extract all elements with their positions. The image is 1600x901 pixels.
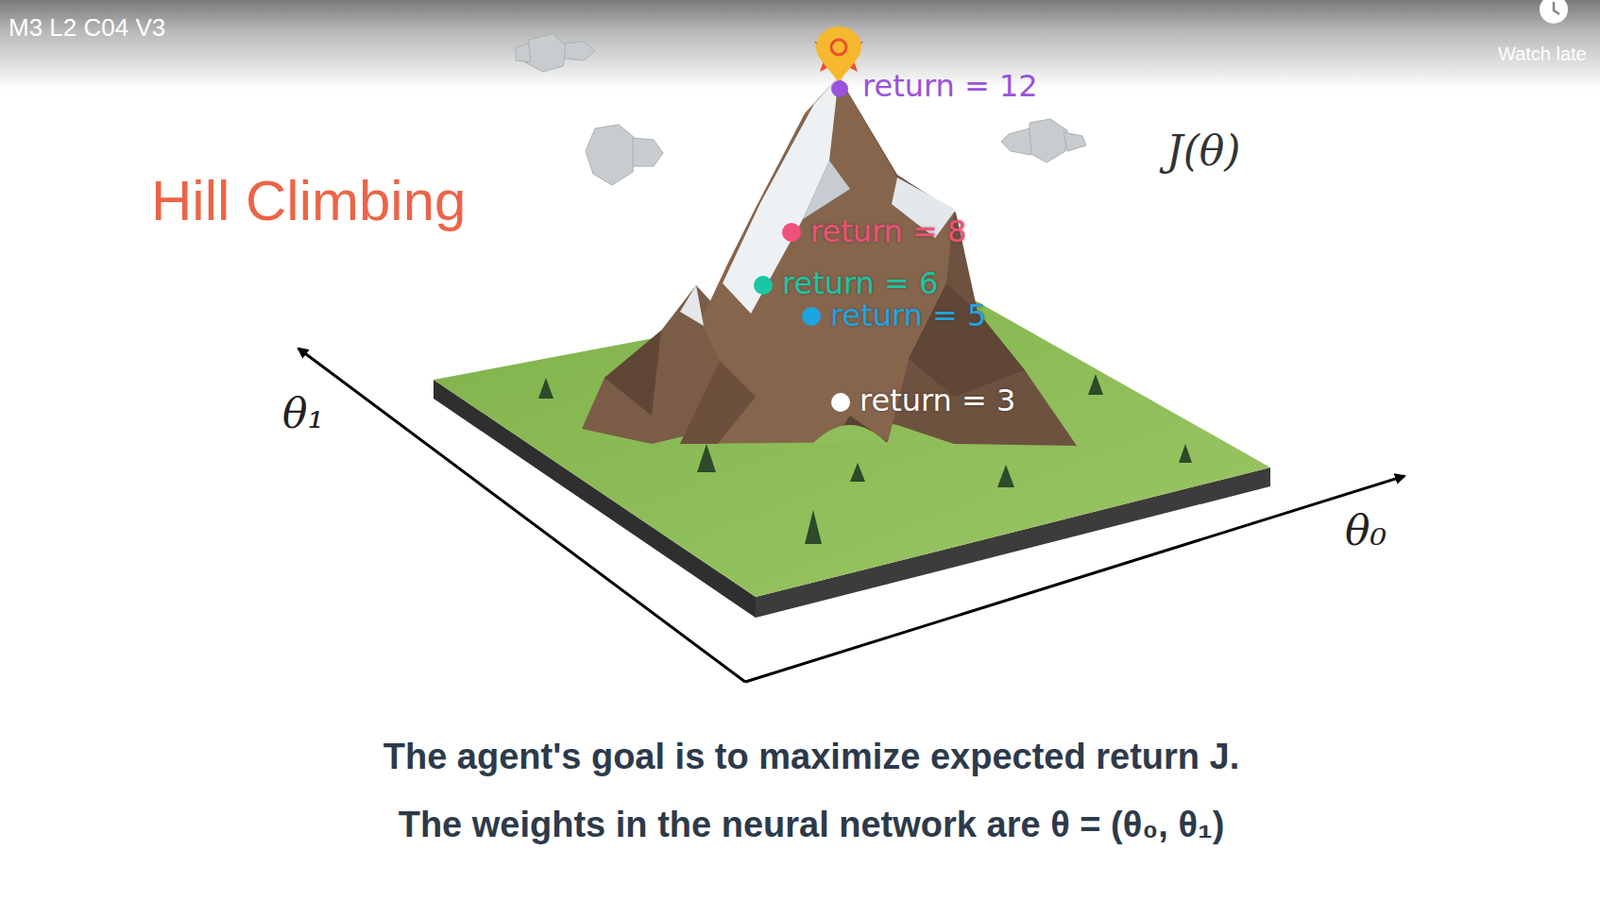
return-label: return = 8 bbox=[810, 214, 967, 250]
return-label: return = 12 bbox=[862, 68, 1039, 104]
return-dot bbox=[753, 275, 773, 295]
return-dot bbox=[782, 222, 801, 242]
return-dot bbox=[801, 306, 821, 326]
objective-label: J(θ) bbox=[1166, 127, 1241, 176]
caption-text: The agent's goal is to maximize expected… bbox=[383, 736, 1241, 779]
return-label: return = 6 bbox=[782, 266, 938, 302]
mountain bbox=[581, 76, 1077, 446]
peak-marker bbox=[814, 26, 864, 84]
caption-line: The weights in the neural network are θ … bbox=[398, 804, 1226, 847]
platform-top bbox=[433, 283, 1271, 597]
return-label: return = 5 bbox=[830, 298, 987, 334]
axis-label: θ₁ bbox=[282, 390, 324, 439]
return-dot bbox=[831, 392, 851, 412]
video-title: M3 L2 C04 V3 bbox=[8, 14, 166, 43]
return-label: return = 3 bbox=[859, 383, 1016, 419]
axis-label: θ₀ bbox=[1344, 507, 1387, 556]
watch-later-label: Watch late bbox=[1497, 43, 1587, 66]
diagram-title: Hill Climbing bbox=[151, 168, 466, 234]
video-header bbox=[0, 0, 1600, 90]
clock-icon bbox=[1539, 0, 1568, 24]
return-dot bbox=[831, 80, 849, 98]
